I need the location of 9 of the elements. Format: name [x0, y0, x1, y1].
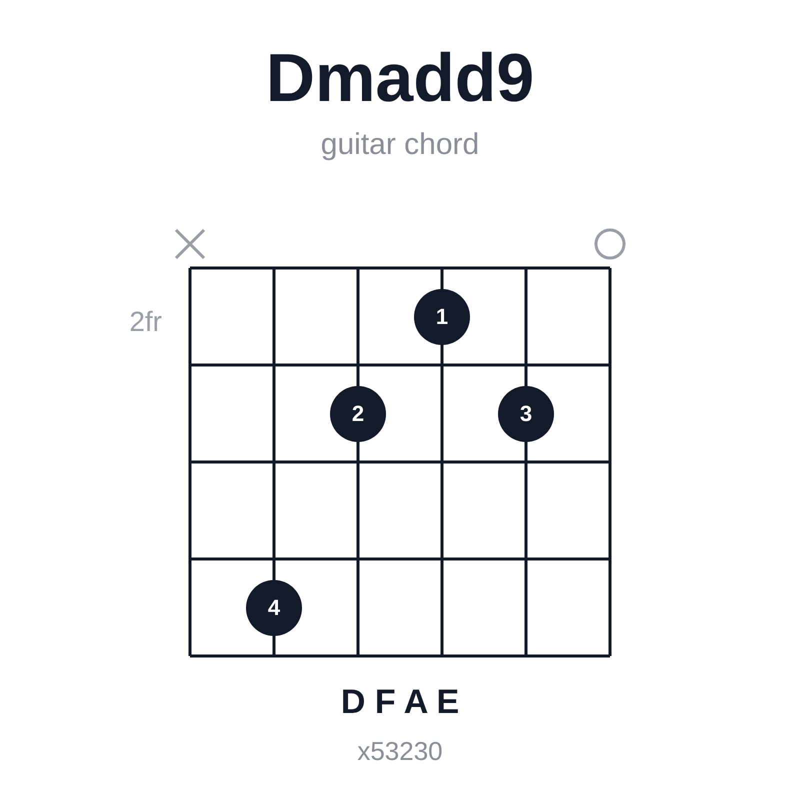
chord-title: Dmadd9	[264, 39, 536, 118]
fret-code: x53230	[356, 736, 444, 767]
fret-number: 2fr	[128, 306, 162, 338]
finger-dot: 3	[498, 386, 554, 442]
finger-dot: 1	[414, 288, 470, 344]
finger-dot: 4	[246, 580, 302, 636]
finger-dot: 2	[330, 386, 386, 442]
note-names: D F A E	[340, 683, 460, 722]
chord-subtitle: guitar chord	[320, 128, 480, 162]
